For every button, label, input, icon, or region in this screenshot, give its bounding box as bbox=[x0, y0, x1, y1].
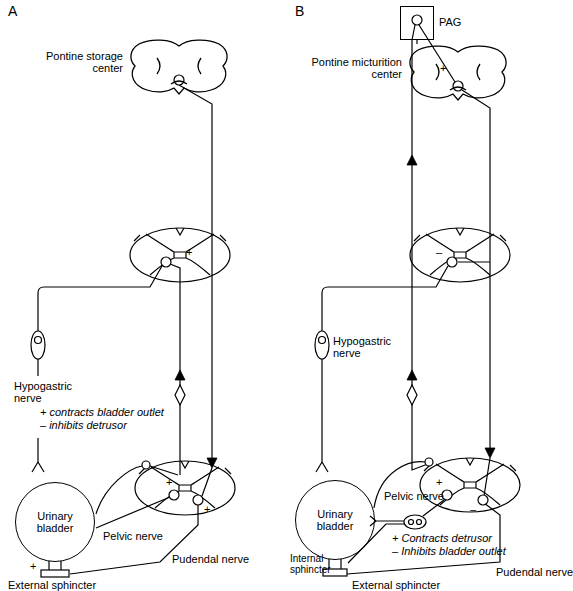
effect-note: + Contracts detrusor bbox=[392, 532, 492, 544]
nerve-label: Pelvic nerve bbox=[103, 530, 163, 542]
nerve-label: Pudendal nerve bbox=[496, 566, 573, 578]
hypogastric-nerve-line bbox=[316, 266, 448, 472]
neuron-symbol bbox=[417, 520, 422, 525]
bladder-circle: Urinary bladder bbox=[295, 480, 375, 560]
sphincter-symbol bbox=[41, 570, 69, 577]
arrowhead bbox=[407, 155, 417, 165]
brainstem-outline bbox=[410, 46, 506, 100]
neuron-symbol bbox=[319, 337, 326, 344]
spinal-cord-section bbox=[135, 461, 235, 515]
neuron-symbol bbox=[193, 495, 203, 505]
ganglion-diamond bbox=[407, 385, 417, 405]
brainstem-outline bbox=[131, 40, 227, 94]
sphincter-label: External sphincter bbox=[352, 579, 440, 591]
effect-note: – Inhibits bladder outlet bbox=[392, 545, 506, 557]
nerve-connection bbox=[416, 40, 417, 44]
neuron-symbol bbox=[169, 490, 179, 500]
spinal-cord-section bbox=[410, 228, 510, 282]
bladder-circle: Urinary bladder bbox=[15, 482, 95, 562]
bladder-neck bbox=[329, 559, 341, 569]
pelvic-ganglion bbox=[404, 515, 426, 529]
sign-mark: – bbox=[436, 246, 442, 258]
sign-mark: + bbox=[30, 560, 36, 572]
sphincter-label: External sphincter bbox=[8, 579, 96, 591]
pons-section: Pontine storage center bbox=[45, 38, 232, 96]
nerve-label: Pelvic nerve bbox=[384, 490, 444, 502]
sign-mark: + bbox=[436, 476, 442, 488]
pudendal-nerve-line bbox=[347, 503, 500, 574]
neuron-symbol bbox=[161, 257, 171, 267]
neuron-symbol bbox=[409, 520, 414, 525]
ascending-pathway bbox=[412, 25, 433, 470]
hypogastric-nerve-line bbox=[32, 266, 162, 472]
node-label: PAG bbox=[439, 16, 461, 28]
ascending-pathway bbox=[170, 264, 180, 475]
nerve-label: Hypogastric nerve bbox=[14, 380, 84, 404]
pag-box: PAG bbox=[400, 6, 434, 40]
pelvic-nerve-line bbox=[96, 466, 178, 528]
pag-projection bbox=[419, 25, 455, 82]
effect-note: + contracts bladder outlet bbox=[40, 406, 164, 418]
panel-letter: B bbox=[295, 4, 304, 19]
nerve-label: Hypogastric nerve bbox=[333, 335, 403, 359]
brainstem-outline bbox=[127, 38, 231, 96]
descending-pathway bbox=[458, 90, 490, 496]
effect-note: – inhibits detrusor bbox=[40, 419, 127, 431]
arrowhead bbox=[485, 448, 495, 458]
neuron-symbol bbox=[478, 495, 488, 505]
node-label: Pontine micturition center bbox=[298, 56, 402, 80]
node-label: Urinary bladder bbox=[24, 510, 86, 534]
arrowhead bbox=[207, 458, 217, 468]
neuron-symbol bbox=[447, 257, 457, 267]
sign-mark: + bbox=[166, 476, 172, 488]
neuron-symbol bbox=[174, 75, 184, 85]
pons-section: Pontine micturition center bbox=[298, 44, 510, 102]
bladder-neck bbox=[49, 561, 61, 570]
sign-mark: + bbox=[204, 503, 210, 515]
hypogastric-ganglion bbox=[315, 331, 329, 359]
sphincter-label: Internal sphincter bbox=[290, 553, 340, 575]
nerve-label: Pudendal nerve bbox=[172, 553, 249, 565]
sign-mark: + bbox=[440, 62, 446, 74]
hypogastric-ganglion bbox=[31, 331, 45, 359]
arrowhead bbox=[407, 370, 417, 380]
dorsal-root-ganglion bbox=[142, 461, 150, 469]
neuron-symbol bbox=[35, 337, 42, 344]
descending-pathway bbox=[179, 85, 212, 496]
brainstem-outline bbox=[406, 44, 510, 102]
ganglion-diamond bbox=[175, 385, 185, 405]
sign-mark: + bbox=[186, 246, 192, 258]
dorsal-root-ganglion bbox=[425, 458, 433, 466]
neuron-symbol bbox=[412, 15, 422, 25]
panel-letter: A bbox=[8, 4, 17, 19]
sign-mark: – bbox=[470, 503, 476, 515]
neuron-symbol bbox=[453, 81, 463, 91]
arrowhead bbox=[175, 370, 185, 380]
node-label: Pontine storage center bbox=[45, 50, 123, 74]
node-label: Urinary bladder bbox=[304, 508, 366, 532]
